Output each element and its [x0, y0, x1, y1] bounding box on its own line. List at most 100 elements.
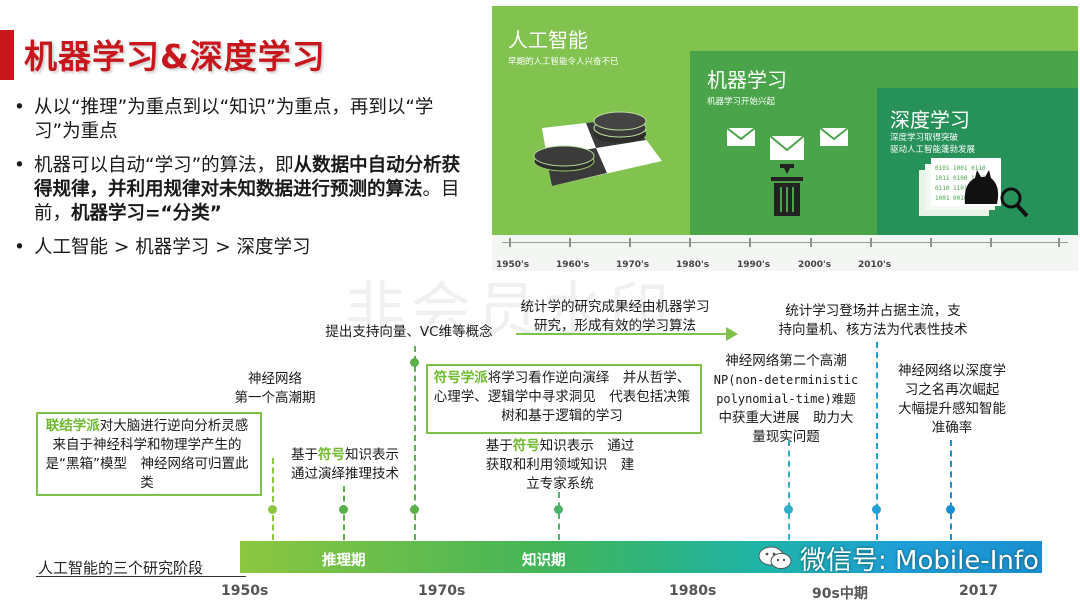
symbolism-key: 符号学派 — [433, 370, 488, 386]
deep-learning-note: 神经网络以深度学 习之名再次崛起 大幅提升感知智能 准确率 — [892, 362, 1012, 438]
ml-heading: 机器学习 — [707, 68, 787, 92]
panel-year-1960s: 1960's — [556, 260, 590, 270]
bullet-2-text-pre: 机器可以自动“学习”的算法，即 — [34, 155, 294, 176]
svm-note: 提出支持向量、VC维等概念 — [325, 324, 493, 340]
dl-line4: 准确率 — [931, 420, 973, 436]
phase-knowledge: 知识期 — [522, 553, 566, 569]
dl-subtitle-1: 深度学习取得突破 — [890, 133, 959, 143]
stat-mainstream-line2: 持向量机、核方法为代表性技术 — [778, 322, 968, 338]
year-1970s: 1970s — [418, 583, 466, 599]
nn-second-line5: 量现实问题 — [752, 429, 820, 445]
spam-filter-icon — [726, 127, 849, 216]
panel-year-2010s: 2010's — [858, 260, 892, 270]
expert-pre: 基于 — [485, 438, 513, 454]
dl-line1: 神经网络以深度学 — [898, 363, 1006, 379]
connector-90s — [876, 342, 878, 540]
expert-system-note: 基于符号知识表示 通过 获取和利用领域知识 建 立专家系统 — [470, 437, 650, 494]
wechat-id-watermark: 微信号: Mobile-Info — [800, 546, 1039, 576]
bullet-item-3: 人工智能 > 机器学习 > 深度学习 — [12, 236, 477, 260]
panel-year-1980s: 1980's — [676, 260, 710, 270]
dl-line2: 习之名再次崛起 — [904, 382, 1000, 398]
symbol-logic-line2: 通过演绎推理技术 — [291, 466, 399, 482]
symbolism-text: 将学习看作逆向演绎 并从哲学、心理学、逻辑学中寻求洞见 代表包括决策树和基于逻辑… — [433, 370, 691, 424]
connector-dot — [554, 505, 563, 514]
bullet-2-text-bold2: 机器学习=“分类” — [71, 203, 222, 224]
symbol-logic-post: 知识表示 — [345, 447, 399, 463]
cat-recognition-icon: 0101 1001 0110 1011 0100 1010 0110 1101 … — [919, 158, 1029, 218]
symbol-logic-note: 基于符号知识表示 通过演绎推理技术 — [275, 446, 415, 484]
panel-year-1970s: 1970's — [616, 260, 650, 270]
ai-evolution-panel: 人工智能 早期的人工智能令人兴奋不已 机器学习 机器学习开始兴起 深度学习 深度… — [492, 6, 1078, 271]
connector-dot — [339, 505, 348, 514]
dl-subtitle-2: 驱动人工智能蓬勃发展 — [890, 145, 976, 155]
expert-line2: 获取和利用领域知识 建 — [485, 457, 635, 473]
panel-tick — [930, 238, 932, 247]
nn-second-line1: 神经网络第二个高潮 — [725, 353, 847, 369]
svg-text:1001 0010 1101: 1001 0010 1101 — [935, 195, 986, 202]
title-accent-bar — [0, 30, 14, 80]
wechat-icon — [758, 546, 792, 569]
nn-first-peak-line1: 神经网络 — [248, 371, 302, 387]
panel-year-2000s: 2000's — [798, 260, 832, 270]
phase-reasoning: 推理期 — [322, 553, 366, 569]
dl-line3: 大幅提升感知智能 — [898, 401, 1006, 417]
expert-line3: 立专家系统 — [526, 476, 594, 492]
expert-key: 符号 — [512, 438, 540, 454]
stat-mainstream-line1: 统计学习登场并占据主流，支 — [785, 303, 961, 319]
nn-first-peak-line2: 第一个高潮期 — [234, 390, 316, 406]
connectionism-text: 对大脑进行逆向分析灵感来自于神经科学和物理学产生的是“黑箱”模型 神经网络可归置… — [45, 418, 249, 491]
connectionism-note: 联结学派对大脑进行逆向分析灵感来自于神经科学和物理学产生的是“黑箱”模型 神经网… — [42, 417, 252, 493]
connector-dot — [268, 505, 277, 514]
bullet-list: 从以“推理”为重点到以“知识”为重点，再到以“学习”为重点 机器可以自动“学习”… — [12, 96, 477, 270]
panel-tick — [810, 238, 812, 247]
panel-timeline-axis — [492, 235, 1078, 271]
panel-tick — [509, 238, 511, 247]
bullet-item-2: 机器可以自动“学习”的算法，即从数据中自动分析获得规律，并利用规律对未知数据进行… — [12, 154, 477, 226]
nn-second-line4: 中获重大进展 助力大 — [718, 410, 854, 426]
svg-text:0101 1001 0110: 0101 1001 0110 — [935, 165, 986, 172]
connector-dot — [410, 358, 419, 367]
panel-tick — [689, 238, 691, 247]
ai-heading: 人工智能 — [508, 28, 588, 52]
expert-post: 知识表示 通过 — [539, 438, 635, 454]
symbol-logic-key: 符号 — [318, 447, 345, 463]
connector-dot — [872, 505, 881, 514]
year-1980s: 1980s — [669, 583, 717, 599]
panel-tick — [629, 238, 631, 247]
symbolism-note: 符号学派将学习看作逆向演绎 并从哲学、心理学、逻辑学中寻求洞见 代表包括决策树和… — [432, 369, 692, 426]
svg-text:0110 1101 0011: 0110 1101 0011 — [935, 185, 986, 192]
connector-2017 — [950, 440, 952, 540]
panel-year-1950s: 1950's — [496, 260, 530, 270]
arrow-right-icon — [726, 327, 738, 341]
stat-ml-note: 统计学的研究成果经由机器学习 研究，形成有效的学习算法 — [500, 298, 730, 336]
connector-1970s — [414, 346, 416, 540]
connector-expert — [558, 492, 560, 540]
checkers-board-icon — [533, 111, 662, 186]
connectionism-key: 联结学派 — [45, 418, 100, 434]
nn-second-line2: NP(non-deterministic — [713, 373, 859, 387]
page-title: 机器学习&深度学习 — [24, 37, 326, 76]
connector-dot — [410, 505, 419, 514]
stat-ml-line2: 研究，形成有效的学习算法 — [534, 318, 696, 334]
connector-dot — [946, 505, 955, 514]
svg-text:1011 0100 1010: 1011 0100 1010 — [935, 175, 986, 182]
connectionism-box — [36, 412, 262, 496]
bullet-2-text-bold: 从数据中自动分析获得规律，并利用规律对未知数据进行预测的算法 — [34, 155, 461, 200]
stat-mainstream-note: 统计学习登场并占据主流，支 持向量机、核方法为代表性技术 — [758, 302, 988, 340]
timeline-bar — [240, 541, 1042, 573]
panel-tick — [749, 238, 751, 247]
stat-arrow-line — [516, 333, 730, 335]
nn-first-peak-note: 神经网络 第一个高潮期 — [225, 370, 325, 408]
bullet-item-1: 从以“推理”为重点到以“知识”为重点，再到以“学习”为重点 — [12, 96, 477, 144]
bullet-2-text-post: 。目前， — [34, 179, 460, 224]
ml-subtitle: 机器学习开始兴起 — [707, 97, 776, 107]
stat-ml-line1: 统计学的研究成果经由机器学习 — [520, 299, 710, 315]
panel-tick — [870, 238, 872, 247]
nn-second-peak-note: 神经网络第二个高潮 NP(non-deterministic polynomia… — [706, 352, 866, 447]
panel-tick — [569, 238, 571, 247]
ai-subtitle: 早期的人工智能令人兴奋不已 — [508, 57, 619, 67]
timeline-row-label: 人工智能的三个研究阶段 — [38, 559, 204, 577]
panel-tick — [990, 238, 992, 247]
symbolism-box — [426, 364, 702, 434]
panel-year-1990s: 1990's — [737, 260, 771, 270]
